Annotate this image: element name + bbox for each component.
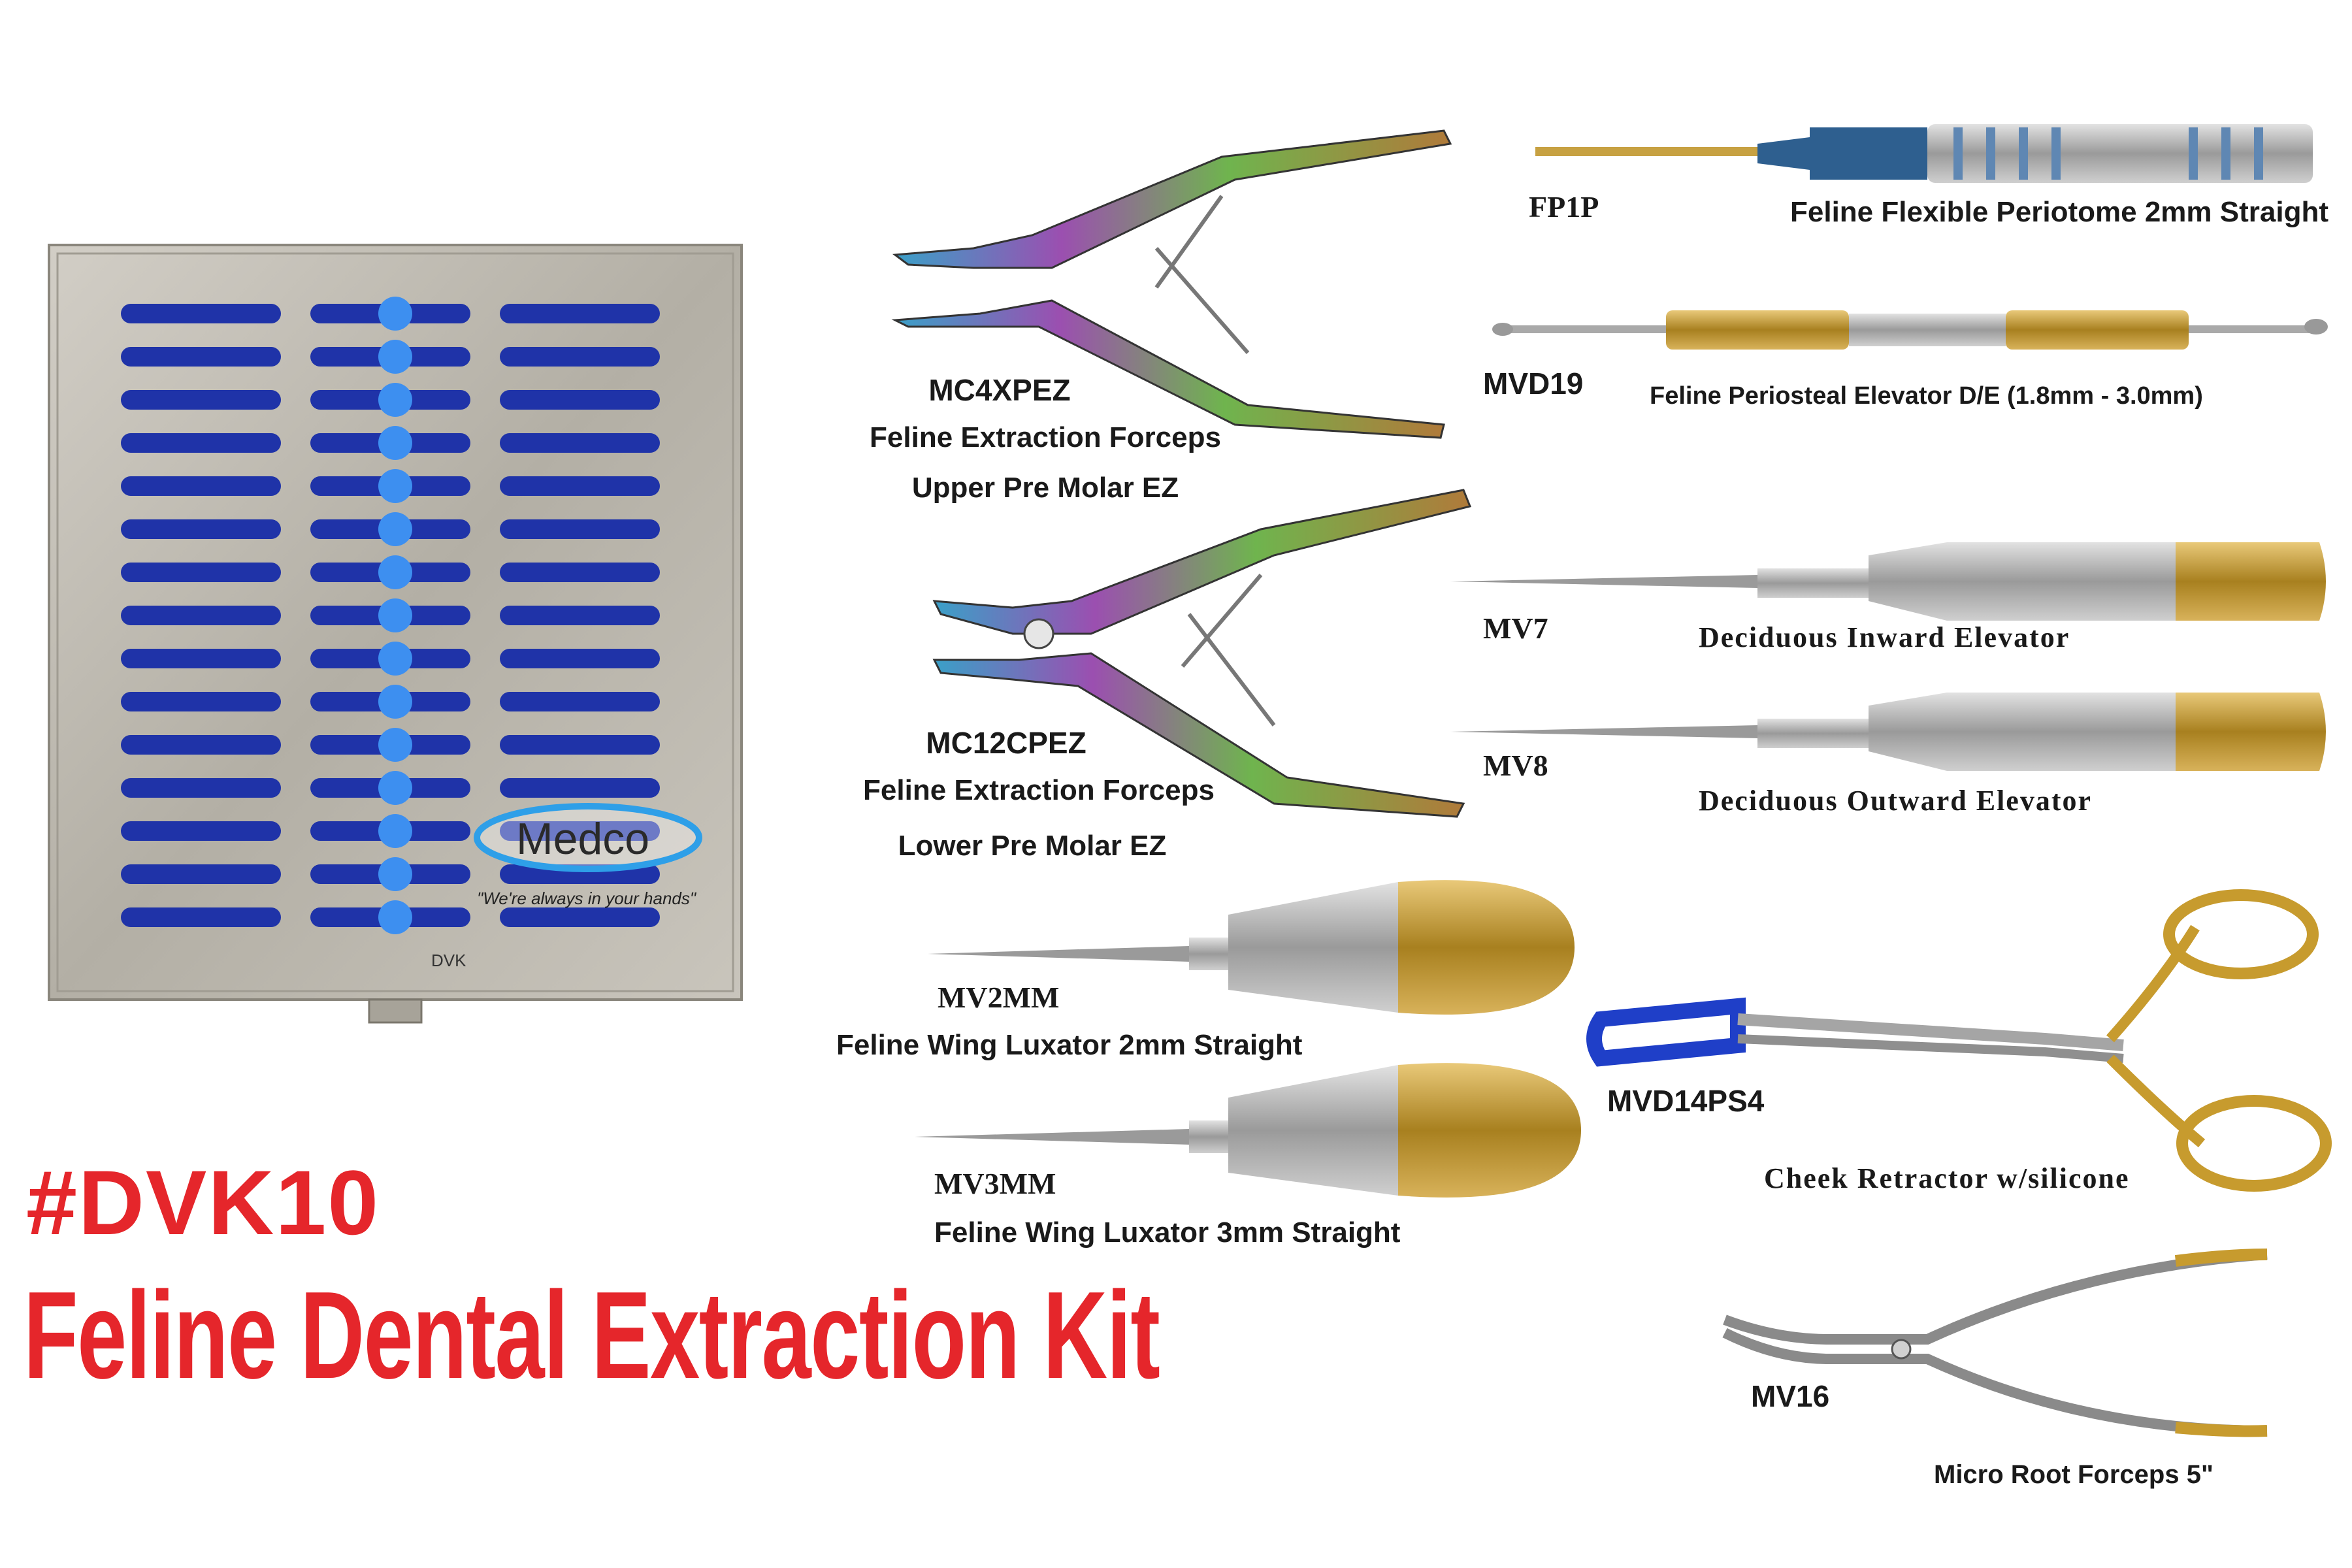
periotome-image (1535, 124, 2313, 183)
silicone-pin (378, 340, 412, 374)
instrument-code: MVD14PS4 (1607, 1084, 1765, 1118)
tray-slot (121, 347, 281, 367)
instrument-code: MV2MM (938, 981, 1060, 1014)
sterilization-tray (48, 244, 743, 1024)
instrument-code: MC4XPEZ (928, 373, 1071, 407)
silicone-pin (378, 555, 412, 589)
tray-slot (500, 778, 660, 798)
tray-slot (500, 347, 660, 367)
instrument-description: Feline Wing Luxator 3mm Straight (934, 1217, 1401, 1249)
instrument-description: Cheek Retractor w/silicone (1764, 1162, 2130, 1194)
instrument-code: MV8 (1483, 749, 1548, 782)
instrument-code: MV16 (1751, 1379, 1830, 1413)
tray-slot (500, 304, 660, 323)
tray-slot (121, 563, 281, 582)
instrument-code: MC12CPEZ (926, 726, 1086, 760)
tray-slot (121, 692, 281, 711)
silicone-pin (378, 598, 412, 632)
instrument-description: Upper Pre Molar EZ (911, 472, 1179, 504)
tray-brand: Medco (516, 814, 650, 864)
instrument-description: Deciduous Outward Elevator (1699, 785, 2092, 817)
silicone-pin (378, 512, 412, 546)
tray-slot (121, 433, 281, 453)
tray-tagline: "We're always in your hands" (477, 889, 696, 908)
periosteal-elevator-image (1492, 310, 2328, 350)
tray-slot (500, 649, 660, 668)
tray-slot (500, 563, 660, 582)
tray-slot (121, 735, 281, 755)
tray-slot (500, 606, 660, 625)
tray-slot (121, 606, 281, 625)
tray-slot (500, 476, 660, 496)
silicone-pin (378, 297, 412, 331)
tray-slot (500, 735, 660, 755)
instrument-code: MV7 (1483, 612, 1548, 645)
instrument-description: Feline Flexible Periotome 2mm Straight (1790, 196, 2328, 228)
instrument-description: Feline Wing Luxator 2mm Straight (836, 1029, 1303, 1061)
instrument-description: Lower Pre Molar EZ (898, 830, 1167, 862)
kit-code: #DVK10 (26, 1151, 380, 1254)
luxator-2mm-image (928, 880, 1575, 1015)
tray-slot (121, 304, 281, 323)
tray-slot (500, 692, 660, 711)
silicone-pin (378, 857, 412, 891)
silicone-pin (378, 383, 412, 417)
tray-slot (121, 864, 281, 884)
outward-elevator-image (1450, 693, 2326, 771)
inward-elevator-image (1450, 542, 2326, 621)
instrument-description: Feline Extraction Forceps (870, 421, 1221, 453)
silicone-pin (378, 469, 412, 503)
cheek-retractor-image (1586, 889, 2332, 1192)
silicone-pin (378, 685, 412, 719)
instrument-description: Deciduous Inward Elevator (1699, 621, 2070, 653)
tray-slot (500, 821, 660, 841)
instrument-description: Micro Root Forceps 5" (1934, 1460, 2213, 1489)
tray-slot (500, 907, 660, 927)
silicone-pin (378, 642, 412, 676)
tray-slot (121, 907, 281, 927)
forceps-upper-image (891, 129, 1452, 439)
tray-label: DVK (431, 951, 466, 970)
instrument-code: FP1P (1529, 190, 1599, 223)
tray-slot (500, 390, 660, 410)
micro-root-forceps-image (1722, 1249, 2268, 1437)
instrument-code: MVD19 (1483, 367, 1584, 400)
silicone-pin (378, 771, 412, 805)
instrument-description: Feline Extraction Forceps (863, 774, 1215, 806)
tray-slot (121, 476, 281, 496)
silicone-pin (378, 900, 412, 934)
tray-slot (500, 519, 660, 539)
silicone-pin (378, 814, 412, 848)
medco-logo (474, 803, 702, 872)
luxator-3mm-image (915, 1063, 1581, 1198)
tray-slot (500, 433, 660, 453)
forceps-lower-image (932, 489, 1472, 818)
tray-slot (121, 649, 281, 668)
silicone-pin (378, 426, 412, 460)
tray-slot (121, 821, 281, 841)
tray-slot (121, 390, 281, 410)
instrument-description: Feline Periosteal Elevator D/E (1.8mm - … (1650, 382, 2203, 410)
kit-title: Feline Dental Extraction Kit (24, 1266, 1160, 1405)
tray-slot (121, 778, 281, 798)
silicone-pin (378, 728, 412, 762)
tray-slot (121, 519, 281, 539)
instrument-code: MV3MM (934, 1167, 1056, 1200)
